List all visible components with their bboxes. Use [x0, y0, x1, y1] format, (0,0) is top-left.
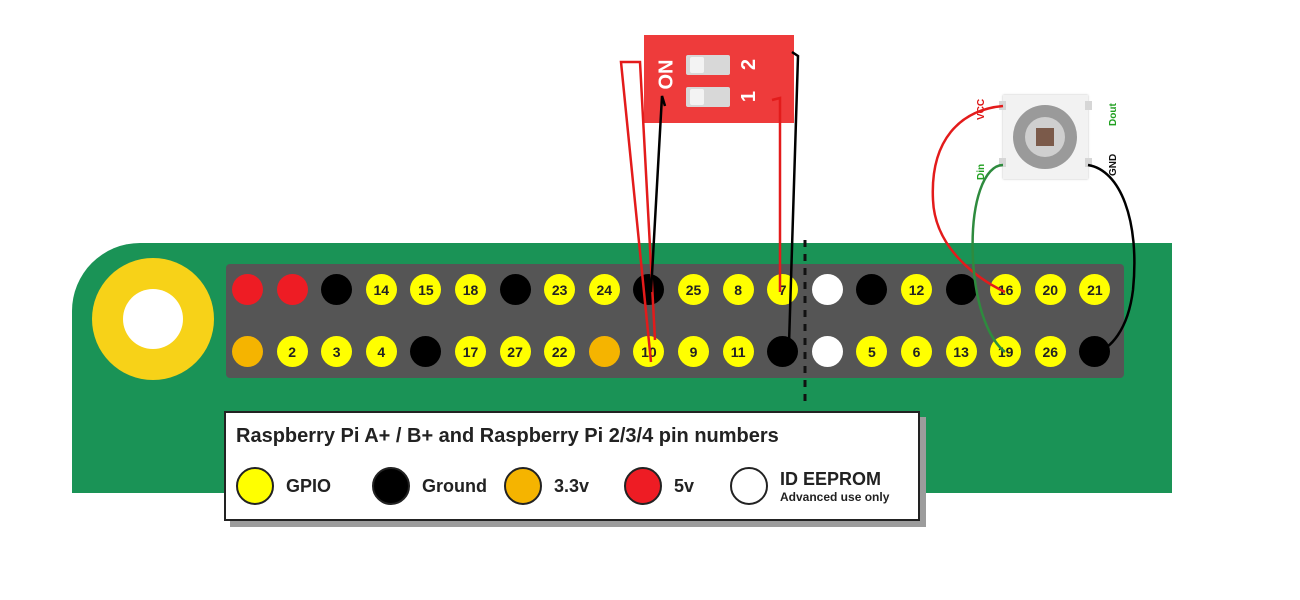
pin-gpio-22: 22 [544, 336, 576, 367]
pin-gpio-27: 27 [499, 336, 531, 367]
pin-gpio-20: 20 [1034, 274, 1066, 305]
pin-gpio-26: 26 [1034, 336, 1066, 367]
legend-swatch-gpio [236, 467, 274, 505]
pin-v33-bottom_row-0 [232, 336, 263, 367]
legend-item-gpio: GPIO [236, 465, 331, 507]
mounting-hole-center [123, 289, 183, 349]
dip-switch-knob-1 [690, 89, 704, 105]
legend-label-subtext: Advanced use only [780, 489, 890, 504]
pin-gpio-18: 18 [455, 274, 486, 305]
legend-label-text: 5v [674, 475, 695, 496]
pin-gpio-8: 8 [722, 274, 754, 305]
pin-eeprom-bottom_row-13 [811, 336, 843, 367]
pin-gpio-6: 6 [901, 336, 932, 367]
pin-legend: Raspberry Pi A+ / B+ and Raspberry Pi 2/… [224, 411, 920, 521]
legend-label-v33: 3.3v [554, 476, 589, 497]
pin-gpio-3: 3 [321, 336, 353, 367]
legend-swatch-eeprom [730, 467, 768, 505]
pin-gpio-13: 13 [945, 336, 977, 367]
pin-gpio-9: 9 [678, 336, 709, 367]
pin-ground-top_row-2 [321, 274, 353, 305]
pin-v33-bottom_row-8 [588, 336, 620, 367]
ws2812-led [999, 95, 1092, 179]
pin-ground-bottom_row-4 [410, 336, 442, 367]
wire-black-dip-to-ground [649, 95, 667, 293]
legend-label-v5: 5v [674, 476, 694, 497]
wire-green-din-to-gpio19 [971, 163, 1006, 353]
legend-swatch-v33 [504, 467, 542, 505]
dip-switch-slot-1 [686, 87, 730, 107]
dip-switch-slot-2 [686, 55, 730, 75]
legend-title: Raspberry Pi A+ / B+ and Raspberry Pi 2/… [236, 425, 779, 447]
pin-gpio-16: 16 [990, 274, 1022, 305]
legend-label-gpio: GPIO [286, 476, 331, 497]
wire-black-dip-to-ground-pin [780, 50, 800, 353]
pin-gpio-5: 5 [856, 336, 888, 367]
pin-ground-top_row-14 [856, 274, 888, 305]
mounting-hole [92, 258, 214, 380]
legend-item-v33: 3.3v [504, 465, 589, 507]
pin-ground-bottom_row-19 [1079, 336, 1111, 367]
pin-gpio-11: 11 [722, 336, 754, 367]
pin-gpio-7: 7 [767, 274, 799, 305]
dip-switch-knob-2 [690, 57, 704, 73]
legend-label-text: GPIO [286, 475, 332, 496]
pin-gpio-14: 14 [365, 274, 397, 305]
pin-eeprom-top_row-13 [811, 274, 843, 305]
pin-gpio-2: 2 [276, 336, 308, 367]
pin-gpio-15: 15 [410, 274, 442, 305]
pin-5v-top_row-0 [232, 274, 263, 305]
pin-gpio-12: 12 [901, 274, 932, 305]
pin-5v-top_row-1 [276, 274, 308, 305]
legend-swatch-v5 [624, 467, 662, 505]
led-pin-dout [1085, 101, 1092, 110]
wire-black-gnd-to-ground [1087, 163, 1136, 354]
legend-label-text: 3.3v [554, 475, 590, 496]
pin-ground-top_row-16 [945, 274, 977, 305]
pin-gpio-25: 25 [678, 274, 709, 305]
wire-red-vcc-to-pin16 [931, 104, 1006, 294]
led-pin-gnd [1085, 158, 1092, 167]
legend-label-text: ID EEPROM [780, 468, 882, 489]
pin-gpio-21: 21 [1079, 274, 1111, 305]
pin-ground-top_row-6 [499, 274, 531, 305]
legend-item-ground: Ground [372, 465, 487, 507]
legend-item-v5: 5v [624, 465, 694, 507]
pin-gpio-24: 24 [588, 274, 620, 305]
pin-gpio-17: 17 [455, 336, 486, 367]
dip-switch: ON 2 1 [644, 35, 794, 123]
pin-gpio-23: 23 [544, 274, 576, 305]
pin-gpio-4: 4 [365, 336, 397, 367]
legend-label-text: Ground [422, 475, 487, 496]
wire-red-dip-to-gpio7 [771, 96, 782, 292]
legend-swatch-ground [372, 467, 410, 505]
led-core [1025, 117, 1065, 157]
pin-ground-top_row-9 [633, 274, 665, 305]
led-pin-din [999, 158, 1006, 167]
led-die [1036, 128, 1054, 146]
legend-label-ground: Ground [422, 476, 487, 497]
led-lens [1013, 105, 1077, 169]
wire-red-dip-on-to-gpio10 [619, 60, 657, 363]
